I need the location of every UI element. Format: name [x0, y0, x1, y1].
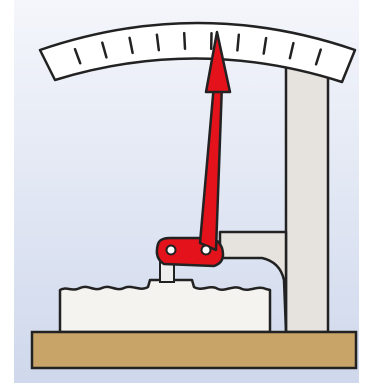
- scale-ticks: [73, 31, 322, 66]
- pivot-screw-left: [165, 244, 177, 256]
- scale-tick: [155, 33, 161, 52]
- meter-scale: [38, 21, 357, 84]
- pivot-screw-right: [200, 244, 212, 256]
- scale-tick: [314, 48, 322, 66]
- scale-tick: [101, 41, 108, 59]
- scale-tick: [182, 31, 187, 50]
- scale-tick: [128, 36, 134, 55]
- stand-arm: [218, 230, 288, 334]
- needle-assembly: [155, 30, 232, 268]
- sample-block: [58, 278, 272, 334]
- needle-arrowhead: [204, 30, 232, 94]
- scale-tick: [73, 47, 82, 65]
- scale-tick: [262, 36, 268, 55]
- scale-tick: [288, 41, 295, 60]
- wooden-base: [30, 330, 358, 370]
- stand-column: [284, 64, 330, 334]
- scale-tick: [236, 33, 241, 52]
